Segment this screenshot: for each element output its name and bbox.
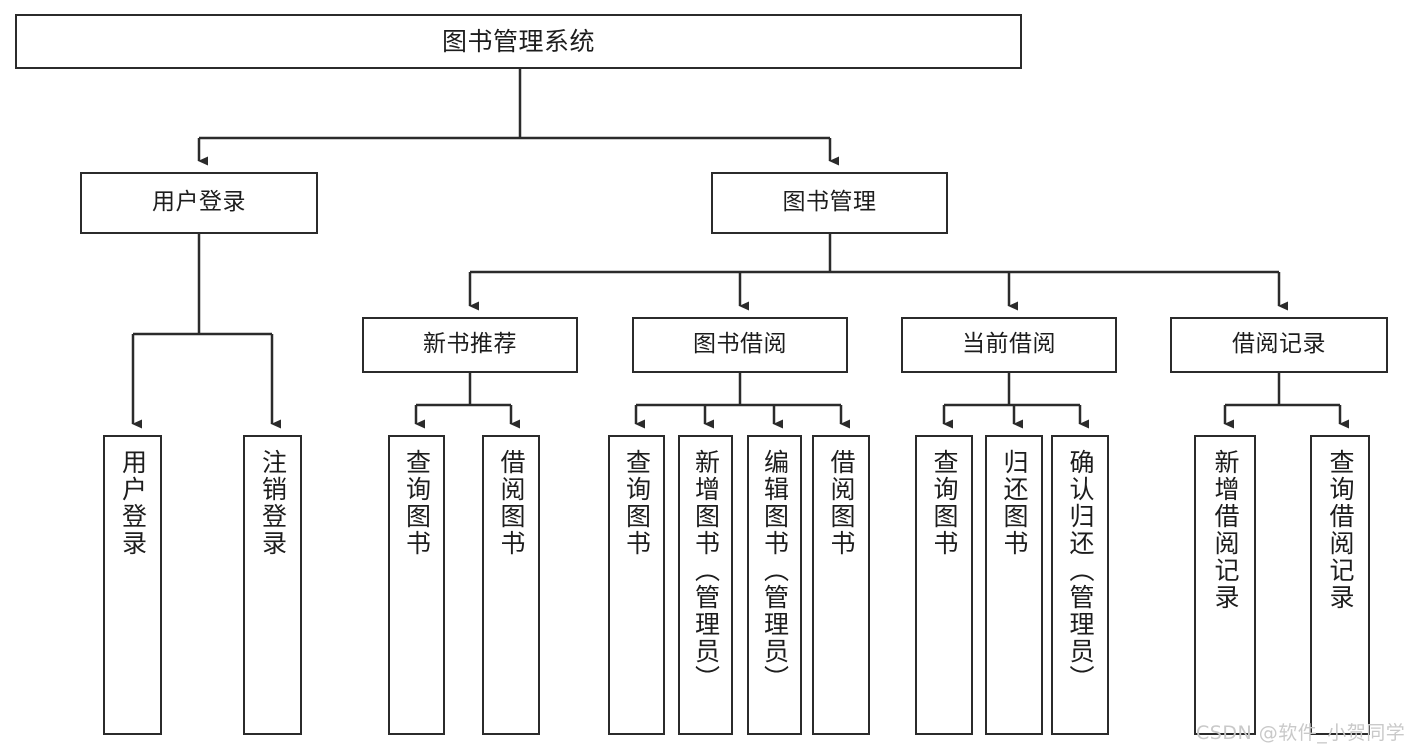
leaf-logout-label: 注销登录 (258, 449, 288, 557)
leaf-logout[interactable]: 注销登录 (243, 435, 302, 735)
leaf-query-book-recommend[interactable]: 查询图书 (388, 435, 445, 735)
leaf-query-borrow-record[interactable]: 查询借阅记录 (1310, 435, 1370, 735)
node-current-borrow-label: 当前借阅 (962, 331, 1056, 358)
node-user-login-label: 用户登录 (152, 189, 246, 216)
leaf-add-borrow-record[interactable]: 新增借阅记录 (1194, 435, 1256, 735)
node-current-borrow[interactable]: 当前借阅 (901, 317, 1117, 373)
leaf-add-borrow-record-label: 新增借阅记录 (1211, 449, 1240, 611)
leaf-query-borrow-record-label: 查询借阅记录 (1326, 449, 1355, 611)
leaf-add-book[interactable]: 新增图书（管理员） (678, 435, 733, 735)
leaf-query-book-current-label: 查询图书 (930, 449, 959, 557)
leaf-query-book-recommend-label: 查询图书 (402, 449, 432, 557)
leaf-borrow-book-recommend-label: 借阅图书 (497, 449, 526, 557)
leaf-add-book-label: 新增图书（管理员） (691, 449, 721, 692)
node-root-label: 图书管理系统 (441, 26, 595, 56)
node-new-book-recommend[interactable]: 新书推荐 (362, 317, 578, 373)
leaf-borrow-book-recommend[interactable]: 借阅图书 (482, 435, 540, 735)
leaf-query-book-current[interactable]: 查询图书 (915, 435, 973, 735)
leaf-confirm-return-label: 确认归还（管理员） (1066, 449, 1095, 692)
leaf-query-book-borrow[interactable]: 查询图书 (608, 435, 665, 735)
node-book-manage-label: 图书管理 (782, 189, 877, 216)
node-new-book-recommend-label: 新书推荐 (423, 331, 517, 358)
leaf-edit-book-label: 编辑图书（管理员） (760, 449, 790, 692)
leaf-edit-book[interactable]: 编辑图书（管理员） (747, 435, 802, 735)
node-borrow-record-label: 借阅记录 (1232, 331, 1326, 358)
node-user-login[interactable]: 用户登录 (80, 172, 318, 234)
leaf-borrow-book-label: 借阅图书 (827, 449, 856, 557)
node-borrow-record[interactable]: 借阅记录 (1170, 317, 1388, 373)
leaf-return-book[interactable]: 归还图书 (985, 435, 1043, 735)
leaf-user-login-label: 用户登录 (118, 449, 148, 557)
leaf-return-book-label: 归还图书 (1000, 449, 1029, 557)
node-root[interactable]: 图书管理系统 (15, 14, 1022, 69)
node-book-borrow[interactable]: 图书借阅 (632, 317, 848, 373)
leaf-borrow-book[interactable]: 借阅图书 (812, 435, 870, 735)
node-book-manage[interactable]: 图书管理 (711, 172, 948, 234)
leaf-user-login[interactable]: 用户登录 (103, 435, 162, 735)
node-book-borrow-label: 图书借阅 (693, 331, 787, 358)
leaf-query-book-borrow-label: 查询图书 (622, 449, 652, 557)
leaf-confirm-return[interactable]: 确认归还（管理员） (1051, 435, 1109, 735)
